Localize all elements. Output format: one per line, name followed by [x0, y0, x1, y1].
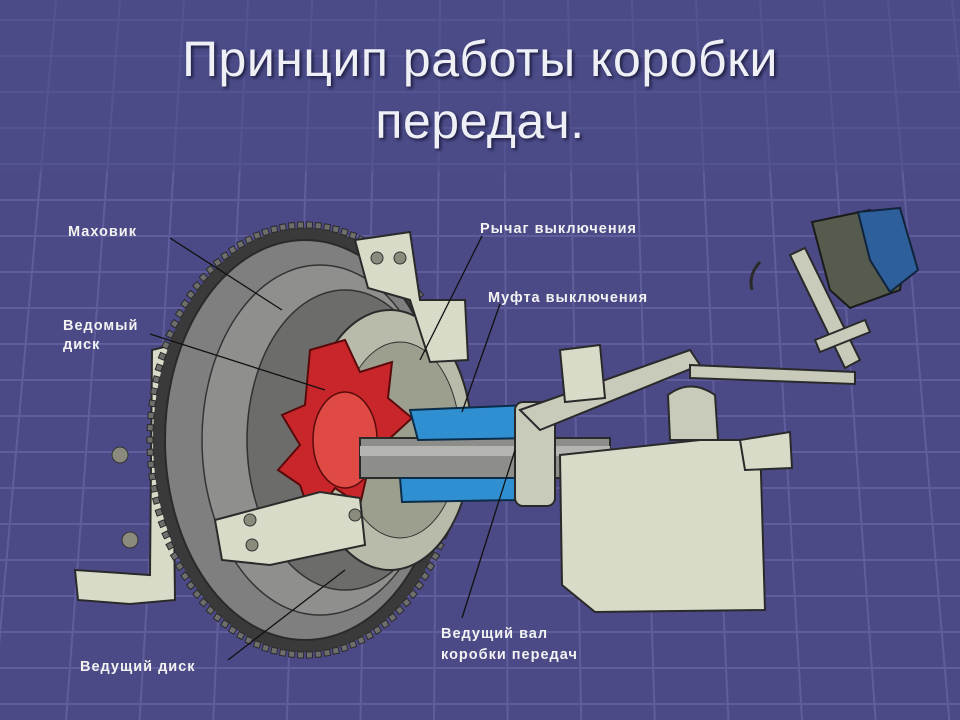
- leader-drive-disc: [227, 569, 346, 661]
- leader-drive-shaft: [461, 449, 516, 619]
- release-coupling: [398, 401, 556, 507]
- leader-driven-disc: [149, 333, 326, 391]
- slide-title-line2: передач.: [375, 93, 585, 149]
- label-flywheel: Маховик: [68, 224, 137, 240]
- slide-title-line1: Принцип работы коробки: [182, 31, 778, 87]
- leader-release-coupling: [461, 303, 501, 413]
- label-driven-disc-line2: диск: [63, 337, 100, 353]
- slide-title: Принцип работы коробки передач.: [0, 28, 960, 152]
- driver-foot: [810, 206, 920, 310]
- label-drive-shaft-line1: Ведущий вал: [441, 626, 548, 642]
- label-release-lever: Рычаг выключения: [480, 221, 637, 237]
- gearbox-housing: [558, 343, 794, 614]
- leader-flywheel: [169, 237, 283, 311]
- linkage-rod: [689, 363, 856, 386]
- upper-lever-bracket: [353, 230, 470, 364]
- label-driven-disc-line1: Ведомый: [63, 318, 138, 334]
- label-drive-shaft-line2: коробки передач: [441, 647, 578, 663]
- label-release-coupling: Муфта выключения: [488, 290, 648, 306]
- pedal-rotation-arrow: [749, 260, 762, 291]
- label-drive-disc: Ведущий диск: [80, 659, 196, 675]
- pedal-lower-arm: [813, 318, 872, 354]
- leader-release-lever: [419, 235, 483, 361]
